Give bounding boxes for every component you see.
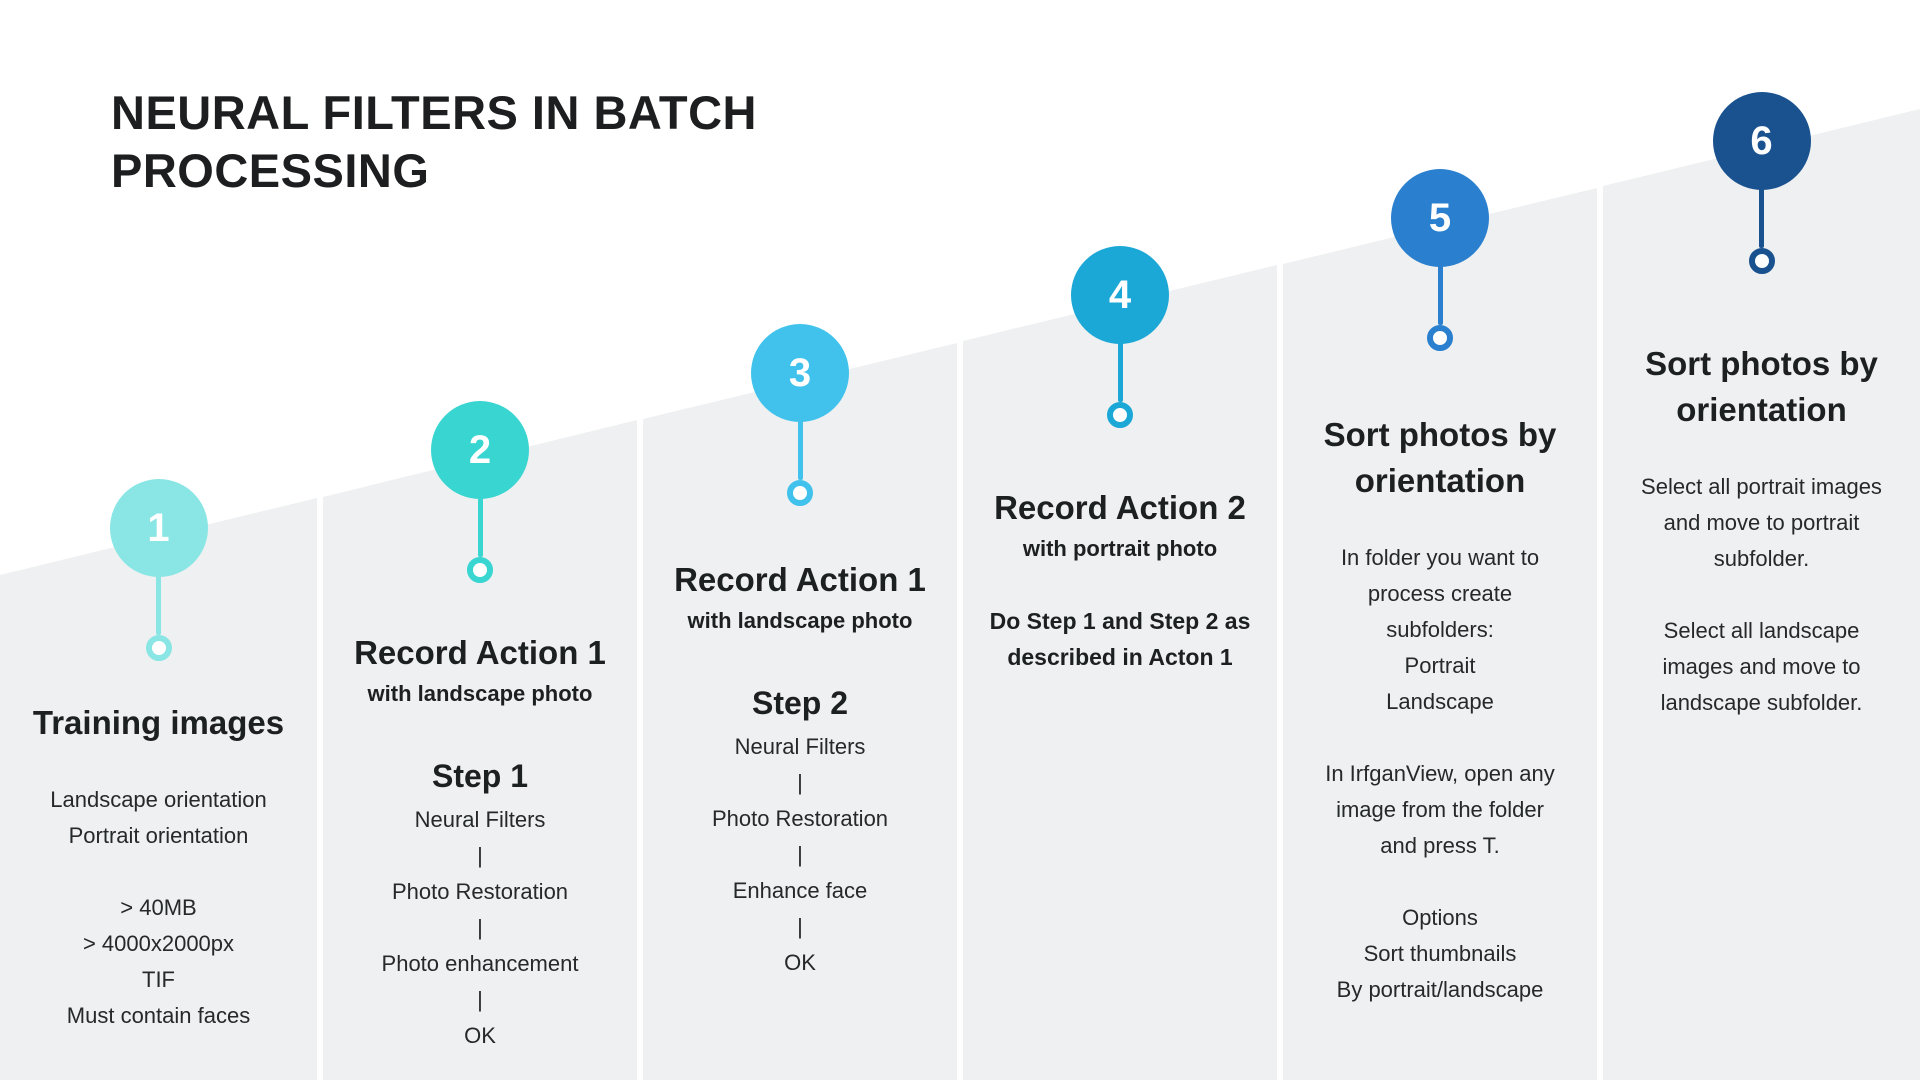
flow-separator: |: [797, 914, 803, 939]
pin-line: [1117, 335, 1123, 402]
text-line: described in Acton 1: [1007, 644, 1233, 670]
text-line: image from the folder: [1336, 797, 1544, 822]
text-line: landscape subfolder.: [1660, 690, 1863, 715]
text-line: Options: [1402, 905, 1478, 930]
column-subheading: with landscape photo: [367, 681, 593, 706]
step-marker-circle: 5: [1391, 169, 1489, 267]
page-title: NEURAL FILTERS IN BATCH PROCESSING: [111, 86, 757, 197]
text-line: Enhance face: [732, 878, 868, 903]
text-block: Step 1: [335, 754, 625, 798]
flow-separator: |: [477, 915, 483, 940]
step-number: 3: [788, 350, 812, 395]
text-line: Sort thumbnails: [1363, 941, 1517, 966]
text-block: Step 2: [655, 681, 945, 725]
text-line: Must contain faces: [66, 1003, 251, 1028]
text-block: Neural Filters | Photo Restoration | Enhance…: [655, 729, 945, 981]
step-number: 5: [1428, 195, 1452, 240]
pin-line: [797, 413, 803, 480]
pin-line: [156, 568, 161, 635]
column-heading: Record Action 1: [354, 634, 606, 671]
column-heading: Record Action 1: [674, 561, 926, 598]
pin-line: [477, 490, 483, 557]
text-line: Select all landscape: [1663, 618, 1860, 643]
text-line: Photo Restoration: [711, 806, 889, 831]
step-number: 6: [1750, 118, 1773, 163]
flow-separator: |: [477, 987, 483, 1012]
pin-ring-icon: [467, 557, 493, 583]
pin-ring-icon: [787, 480, 813, 506]
text-line: Photo enhancement: [381, 951, 579, 976]
text-line: > 4000x2000px: [82, 931, 235, 956]
column-heading: Training images: [32, 704, 285, 741]
text-block: In folder you want to process create subfo…: [1295, 540, 1585, 720]
text-line: and press T.: [1380, 833, 1500, 858]
step-number: 2: [468, 427, 492, 472]
pin-line: [1759, 181, 1764, 248]
text-block: Select all landscape images and move to la…: [1615, 613, 1908, 721]
step-marker-circle: 6: [1712, 92, 1811, 190]
column-heading: Sort photos by orientation: [1323, 416, 1557, 499]
flow-separator: |: [797, 842, 803, 867]
text-line: By portrait/landscape: [1336, 977, 1544, 1002]
step-marker-circle: 3: [751, 324, 849, 422]
text-line: Neural Filters: [414, 807, 546, 832]
text-line: Do Step 1 and Step 2 as: [989, 608, 1251, 634]
text-line: and move to portrait: [1663, 510, 1860, 535]
column-heading: Sort photos by orientation: [1645, 345, 1878, 428]
text-block: In IrfganView, open any image from the fo…: [1295, 756, 1585, 864]
text-line: subfolders:: [1386, 617, 1494, 642]
flow-separator: |: [477, 843, 483, 868]
step-content: Record Action 2 with portrait photo Do Ste…: [975, 485, 1265, 675]
pin-line: [1437, 258, 1443, 325]
text-line: Photo Restoration: [391, 879, 569, 904]
step-marker-circle: 2: [431, 401, 529, 499]
text-line: In folder you want to: [1340, 545, 1540, 570]
text-line: subfolder.: [1713, 546, 1810, 571]
pin-ring-icon: [1427, 325, 1453, 351]
text-line: Portrait orientation: [68, 823, 249, 848]
text-line: Landscape: [1386, 689, 1494, 714]
pin-ring-icon: [145, 635, 172, 661]
text-line: OK: [464, 1023, 496, 1048]
text-line: process create: [1367, 581, 1513, 606]
step-marker-circle: 1: [109, 479, 208, 577]
pin-ring-icon: [1107, 402, 1133, 428]
text-line: In IrfganView, open any: [1325, 761, 1555, 786]
text-line: Select all portrait images: [1641, 474, 1882, 499]
text-line: images and move to: [1662, 654, 1861, 679]
text-line: > 40MB: [120, 895, 197, 920]
text-block: Neural Filters | Photo Restoration | Photo e…: [335, 802, 625, 1054]
step-content: Sort photos by orientation In folder you …: [1295, 412, 1585, 1008]
step-number: 1: [147, 505, 170, 550]
text-block: Do Step 1 and Step 2 as described in Acto…: [975, 603, 1265, 675]
step-number: 4: [1108, 272, 1132, 317]
step-marker-circle: 4: [1071, 246, 1169, 344]
text-line: Step 1: [431, 758, 529, 794]
column-subheading: with portrait photo: [1022, 536, 1218, 561]
flow-separator: |: [797, 770, 803, 795]
text-line: TIF: [142, 967, 175, 992]
pin-ring-icon: [1748, 248, 1775, 274]
text-line: Portrait: [1404, 653, 1476, 678]
text-block: Select all portrait images and move to po…: [1615, 469, 1908, 577]
text-line: OK: [784, 950, 816, 975]
text-line: Step 2: [751, 685, 849, 721]
column-heading: Record Action 2: [994, 489, 1246, 526]
column-subheading: with landscape photo: [687, 608, 913, 633]
text-line: Neural Filters: [734, 734, 866, 759]
text-line: Landscape orientation: [50, 787, 267, 812]
